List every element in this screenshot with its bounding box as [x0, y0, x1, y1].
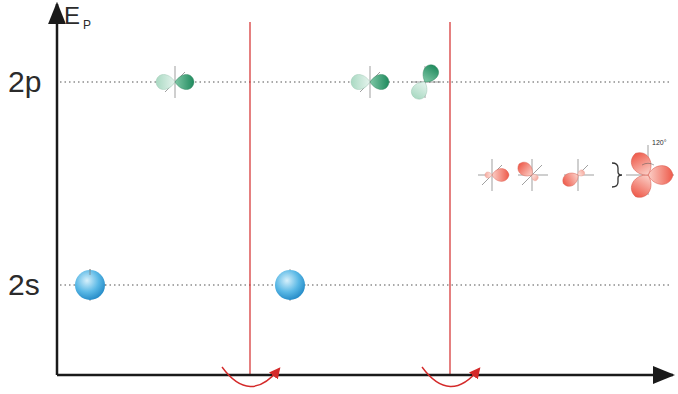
s-orbital	[75, 269, 106, 301]
step-arrow	[422, 367, 479, 387]
level-label: 2s	[8, 270, 40, 300]
step-arrow	[222, 367, 279, 387]
axis	[56, 4, 59, 375]
level-line	[60, 284, 670, 285]
p-orbital	[156, 66, 194, 98]
separator-line	[249, 22, 250, 375]
angle-label: 120°	[652, 139, 666, 146]
s-orbital	[275, 269, 306, 301]
hybrid-orbital	[560, 159, 594, 191]
axis-label: E	[64, 4, 80, 28]
separator-line	[449, 22, 450, 375]
bracket	[612, 163, 622, 187]
hybrid-orbital	[515, 159, 548, 191]
p-orbital	[409, 62, 442, 102]
axis	[57, 374, 673, 377]
sp2-orbital	[626, 145, 674, 201]
p-orbital	[351, 66, 389, 98]
axis-subscript: P	[83, 19, 91, 31]
hybrid-orbital	[478, 159, 509, 191]
level-label: 2p	[8, 67, 41, 97]
